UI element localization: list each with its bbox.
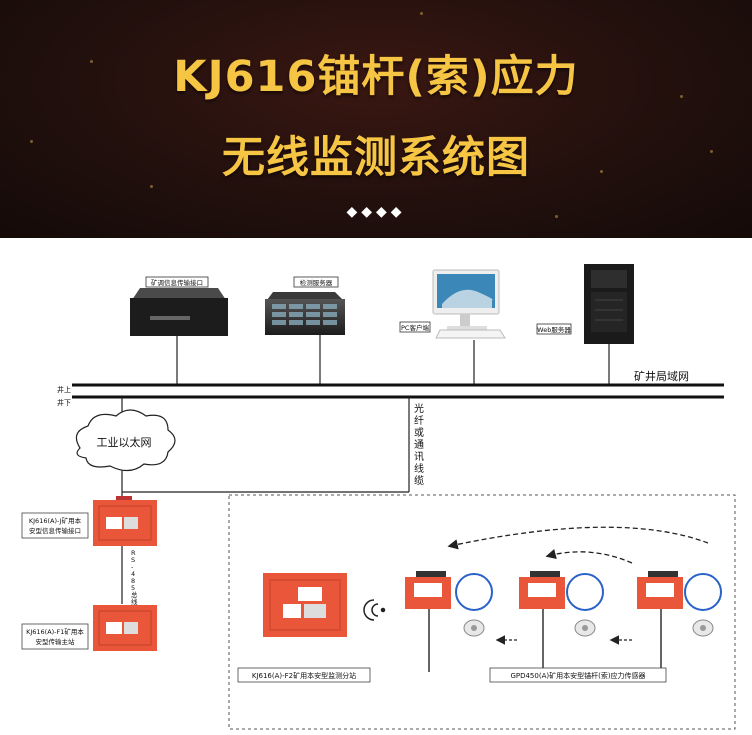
station-f1-label-2: 安型传输主站 [36,637,76,646]
svg-text:讯: 讯 [414,451,424,463]
station-f1-label-1: KJ616(A)-F1矿用本 [26,627,84,636]
station-j-label-1: KJ616(A)-J矿用本 [29,516,82,525]
remote-interface-label: 矿调信息传输接口 [151,278,203,287]
mine-lan-bus: 矿井局域网 井上 井下 [57,369,724,407]
svg-text:纤: 纤 [414,414,424,427]
pc-client-label: PC客户端 [401,323,429,332]
header-banner: KJ616锚杆(索)应力 无线监测系统图 ◆◆◆◆ [0,0,752,238]
surface-label: 井上 [57,385,71,394]
station-f2-label: KJ616(A)-F2矿用本安型监测分站 [252,671,356,680]
station-f1: KJ616(A)-F1矿用本 安型传输主站 [21,605,157,651]
fiber-label: 光 纤 或 通 讯 线 缆 [414,402,424,487]
mine-lan-label: 矿井局域网 [634,369,689,383]
web-server-device: Web服务器 [536,264,634,344]
sensor-3 [637,571,722,672]
svg-text:总: 总 [131,590,138,599]
svg-text:-: - [131,563,134,571]
station-j: KJ616(A)-J矿用本 安型信息传输接口 [21,496,157,546]
svg-text:8: 8 [131,577,135,585]
svg-text:S: S [131,556,135,564]
underground-label: 井下 [57,398,71,407]
web-server-label: Web服务器 [537,325,571,334]
monitor-server-label: 检测服务器 [300,278,333,287]
svg-text:缆: 缆 [414,474,424,487]
sensor-2 [519,571,604,672]
rs485-label: R S - 4 8 5 总 线 [131,549,138,606]
svg-text:线: 线 [131,597,138,606]
svg-text:5: 5 [131,584,135,592]
diamond-decoration: ◆◆◆◆ [346,204,406,220]
wireless-area [228,494,736,730]
data-flow-arrow-mid [545,548,633,564]
title-line-2: 无线监测系统图 [222,133,530,183]
sensor-label: GPD450(A)矿用本安型锚杆(索)应力传感器 [510,671,645,680]
monitor-server-device: 检测服务器 [265,276,345,335]
title-line-1: KJ616锚杆(索)应力 [173,52,579,102]
svg-text:R: R [131,549,136,557]
svg-text:光: 光 [414,402,424,415]
data-flow-arrow-top [447,526,709,550]
svg-text:通: 通 [414,439,424,451]
sensor-1 [405,571,493,672]
ethernet-cloud: 工业以太网 [75,409,176,472]
svg-text:4: 4 [131,570,135,578]
svg-text:线: 线 [414,462,424,475]
svg-text:或: 或 [414,427,424,439]
pc-client-device: PC客户端 [399,269,506,339]
wireless-signal-icon [363,599,386,621]
remote-interface-device: 矿调信息传输接口 [130,276,228,336]
station-f2: KJ616(A)-F2矿用本安型监测分站 [237,573,371,683]
ethernet-label: 工业以太网 [97,436,152,449]
station-j-label-2: 安型信息传输接口 [29,526,81,535]
